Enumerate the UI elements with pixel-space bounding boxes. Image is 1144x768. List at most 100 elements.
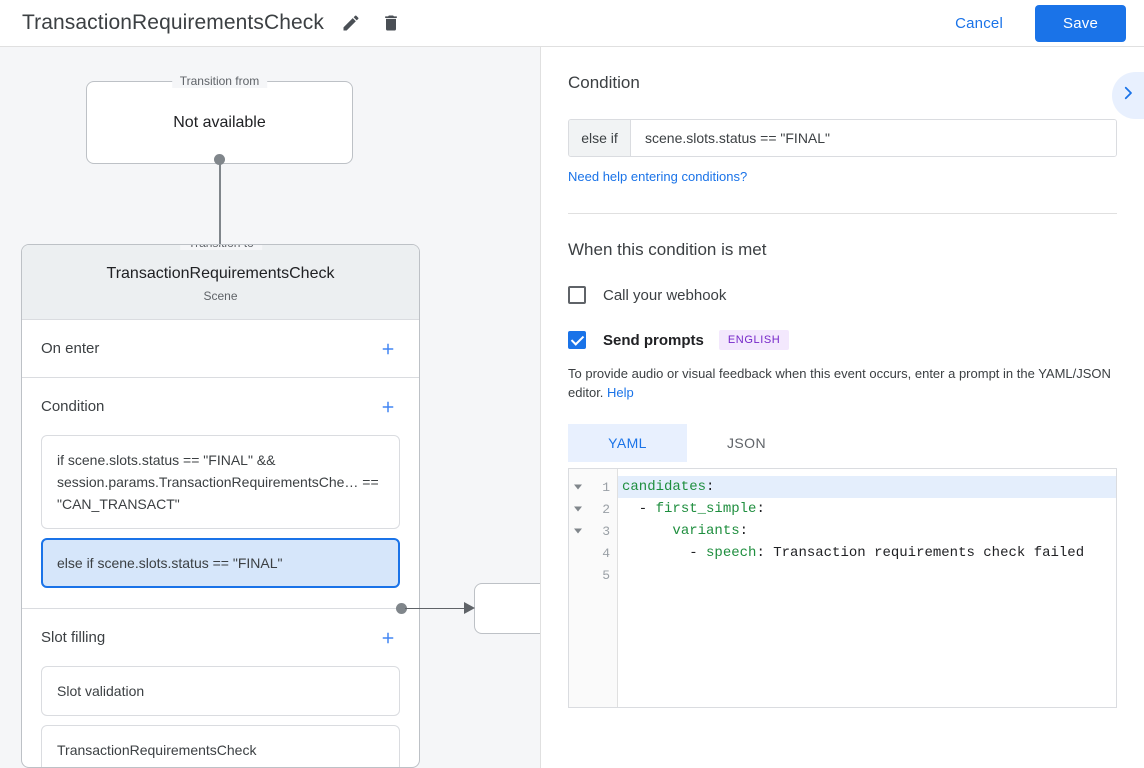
fold-triangle-icon[interactable] [574, 484, 582, 490]
when-condition-met-heading: When this condition is met [568, 240, 767, 259]
transition-to-legend: Transition to [180, 245, 262, 250]
trash-icon [381, 13, 401, 33]
scene-node-name: TransactionRequirementsCheck [106, 265, 335, 282]
transition-from-value: Not available [173, 113, 266, 131]
when-condition-met-block: When this condition is met Call your web… [541, 214, 1144, 708]
expand-panel-button[interactable] [1112, 72, 1144, 119]
code-punct: : [756, 545, 774, 561]
line-number: 4 [602, 545, 610, 561]
transition-from-node[interactable]: Transition from Not available [86, 74, 353, 164]
section-condition-title: Condition [41, 398, 105, 415]
code-punct: : [756, 501, 765, 517]
gutter-line[interactable]: 4 [569, 542, 617, 564]
transition-to-node[interactable]: Transition to TransactionRequirementsChe… [21, 244, 420, 768]
gutter-line[interactable]: 5 [569, 564, 617, 586]
gutter-line[interactable]: 2 [569, 498, 617, 520]
language-badge: ENGLISH [718, 330, 790, 350]
section-slot-filling: Slot filling Slot validation Transaction… [22, 609, 419, 767]
connector-vertical-line [219, 159, 221, 257]
transition-from-legend: Transition from [171, 74, 268, 88]
send-prompts-checkbox[interactable] [568, 331, 586, 349]
webhook-checkbox-row[interactable]: Call your webhook [568, 286, 1117, 304]
code-line[interactable]: - speech: Transaction requirements check… [618, 542, 1116, 564]
chevron-right-icon [1119, 84, 1137, 107]
add-condition-button[interactable] [376, 395, 400, 419]
panel-divider [568, 213, 1117, 214]
code-punct: : [706, 479, 715, 495]
send-prompts-checkbox-row[interactable]: Send prompts ENGLISH [568, 330, 1117, 350]
cancel-button[interactable]: Cancel [941, 7, 1017, 40]
pencil-icon [341, 13, 361, 33]
send-prompts-description-text: To provide audio or visual feedback when… [568, 366, 1111, 400]
slot-chip-transaction-requirements-check[interactable]: TransactionRequirementsCheck [41, 725, 400, 767]
code-key: first_simple [655, 501, 757, 517]
section-condition-body: if scene.slots.status == "FINAL" && sess… [41, 435, 400, 608]
prompt-code-editor[interactable]: 1 2 3 4 5 candidates: - first_simple: va… [568, 468, 1117, 708]
top-bar-actions: Cancel Save [941, 4, 1144, 42]
call-webhook-checkbox[interactable] [568, 286, 586, 304]
slot-chip-validation[interactable]: Slot validation [41, 666, 400, 716]
code-key: variants [672, 523, 740, 539]
condition-chip-else-if[interactable]: else if scene.slots.status == "FINAL" [41, 538, 400, 588]
condition-expression-input[interactable] [631, 120, 1116, 156]
code-punct: : [739, 523, 749, 539]
scene-graph-canvas[interactable]: Transition from Not available Transition… [0, 47, 540, 768]
top-bar: TransactionRequirementsCheck Cancel Save [0, 0, 1144, 47]
send-prompts-label: Send prompts [603, 331, 704, 349]
line-number: 3 [602, 523, 610, 539]
section-on-enter-title: On enter [41, 340, 100, 357]
line-number: 2 [602, 501, 610, 517]
code-indent: - [622, 545, 707, 561]
section-slot-filling-body: Slot validation TransactionRequirementsC… [41, 666, 400, 767]
editor-code-area[interactable]: candidates: - first_simple: variants: - … [618, 469, 1116, 707]
fold-triangle-icon[interactable] [574, 506, 582, 512]
prompts-help-link[interactable]: Help [607, 385, 634, 400]
fold-triangle-icon[interactable] [574, 528, 582, 534]
code-indent [622, 523, 672, 539]
edge-line [405, 608, 466, 609]
next-target-node[interactable] [474, 583, 540, 634]
code-line[interactable]: variants: [618, 520, 1116, 542]
section-slot-filling-header: Slot filling [41, 609, 400, 666]
send-prompts-description: To provide audio or visual feedback when… [568, 364, 1117, 402]
condition-help-link[interactable]: Need help entering conditions? [568, 169, 748, 184]
scene-node-header: TransactionRequirementsCheck Scene [22, 245, 419, 320]
delete-button[interactable] [378, 10, 404, 36]
condition-block: Condition else if Need help entering con… [541, 47, 1144, 214]
plus-icon [379, 340, 397, 358]
gutter-line[interactable]: 3 [569, 520, 617, 542]
code-value: Transaction requirements check failed [773, 545, 1085, 561]
editor-format-tabs: YAML JSON [568, 424, 1117, 462]
code-indent: - [622, 501, 656, 517]
section-on-enter-header: On enter [41, 320, 400, 377]
edit-button[interactable] [338, 10, 364, 36]
code-line[interactable]: - first_simple: [618, 498, 1116, 520]
page-title: TransactionRequirementsCheck [22, 11, 324, 34]
condition-heading: Condition [568, 73, 640, 92]
add-on-enter-button[interactable] [376, 337, 400, 361]
condition-input-row[interactable]: else if [568, 119, 1117, 157]
section-slot-filling-title: Slot filling [41, 629, 106, 646]
editor-gutter: 1 2 3 4 5 [569, 469, 618, 707]
section-condition: Condition if scene.slots.status == "FINA… [22, 378, 419, 609]
condition-chip-if[interactable]: if scene.slots.status == "FINAL" && sess… [41, 435, 400, 529]
details-panel: Condition else if Need help entering con… [540, 47, 1144, 768]
code-key: speech [706, 545, 757, 561]
code-line[interactable] [618, 564, 1116, 586]
add-slot-filling-button[interactable] [376, 626, 400, 650]
plus-icon [379, 398, 397, 416]
code-line[interactable]: candidates: [618, 476, 1116, 498]
line-number: 1 [602, 479, 610, 495]
call-webhook-label: Call your webhook [603, 286, 727, 304]
save-button[interactable]: Save [1035, 4, 1126, 42]
tab-yaml[interactable]: YAML [568, 424, 687, 462]
plus-icon [379, 629, 397, 647]
scene-node-type: Scene [203, 289, 238, 303]
gutter-line[interactable]: 1 [569, 476, 617, 498]
edge-arrow-right-icon [464, 602, 475, 614]
line-number: 5 [602, 567, 610, 583]
tab-json[interactable]: JSON [727, 435, 766, 451]
condition-prefix-label: else if [569, 120, 631, 156]
code-key: candidates [622, 479, 707, 495]
section-condition-header: Condition [41, 378, 400, 435]
